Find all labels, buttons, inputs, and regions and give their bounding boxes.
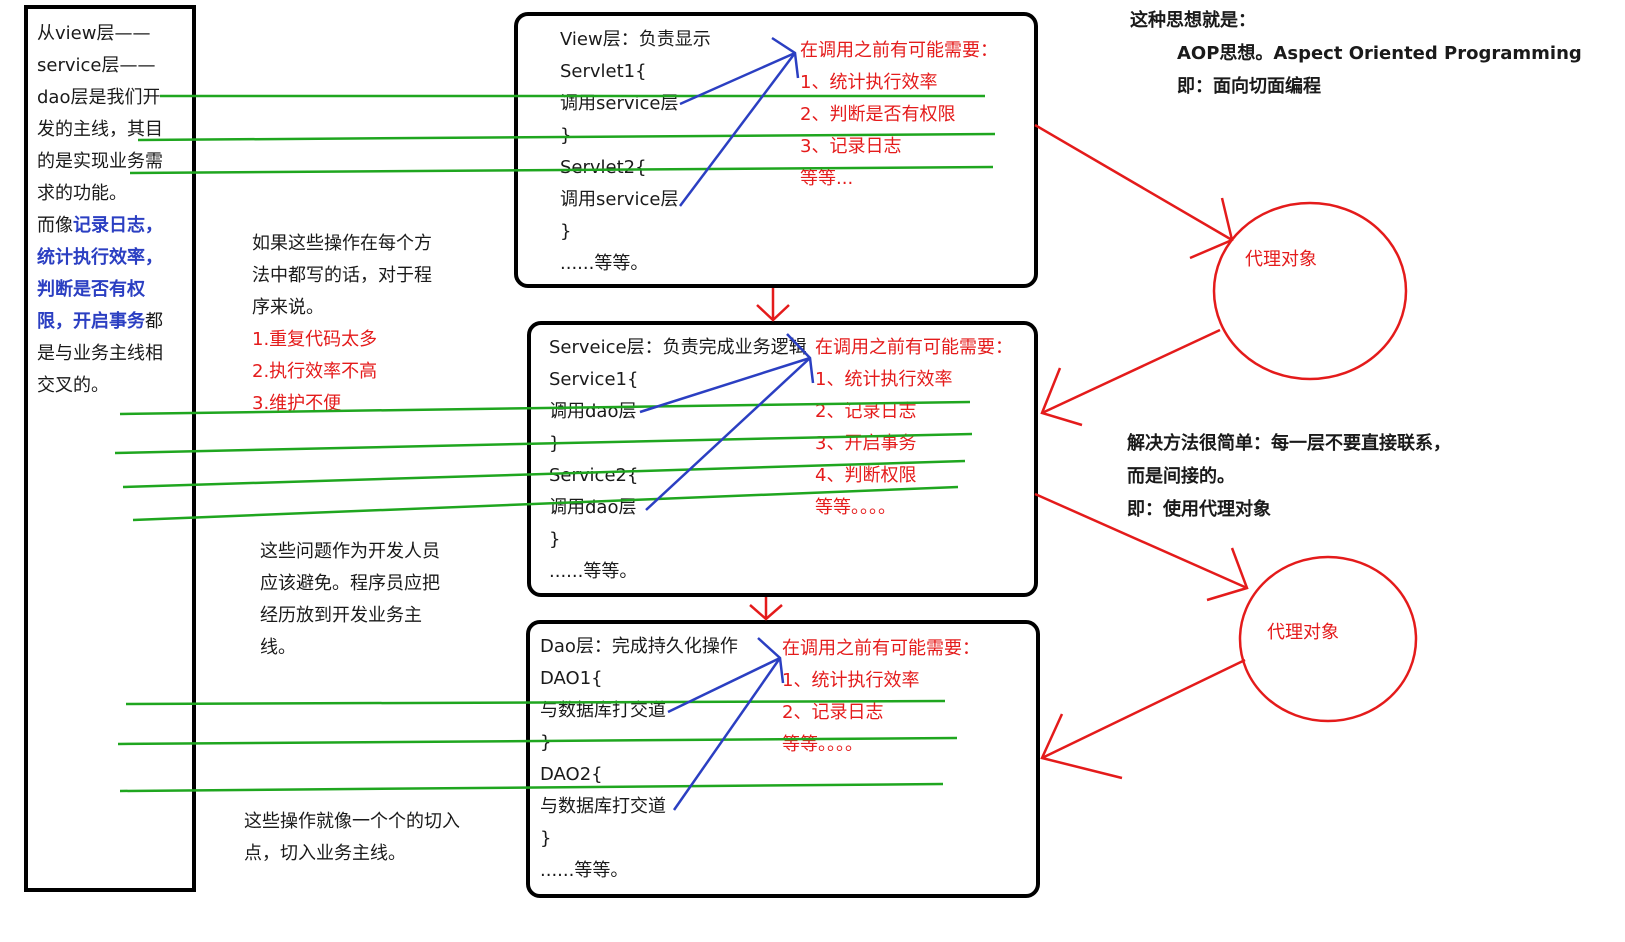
code-line: 与数据库打交道 [540,700,666,721]
avoid-line: 这些问题作为开发人员 [260,541,440,562]
needs-item: 2、记录日志 [782,702,884,723]
problem-issue: 3.维护不便 [252,393,342,414]
needs-item: 等等... [800,168,854,189]
mainline-line: 求的功能。 [37,183,127,204]
crosscut-highlight: 记录日志， [73,215,163,236]
service-layer-needs: 在调用之前有可能需要： 1、统计执行效率 2、记录日志 3、开启事务 4、判断权… [815,332,1013,524]
proxy-arrowhead [1206,547,1249,602]
crosscut-line: 交叉的。 [37,375,109,396]
avoid-note: 这些问题作为开发人员 应该避免。程序员应把 经历放到开发业务主 线。 [260,536,440,664]
needs-item: 1、统计执行效率 [782,670,920,691]
code-line: 调用dao层 [549,401,637,422]
dao-layer-box [526,620,1040,898]
code-line: } [560,221,572,242]
proxy-circle [1212,201,1408,381]
dao-layer-needs: 在调用之前有可能需要： 1、统计执行效率 2、记录日志 等等。。。。 [782,633,980,761]
needs-item: 1、统计执行效率 [800,72,938,93]
aop-translation: 即：面向切面编程 [1177,76,1321,97]
avoid-line: 线。 [260,637,296,658]
proxy-label: 代理对象 [1267,622,1339,643]
solution-line: 解决方法很简单：每一层不要直接联系， [1127,433,1451,454]
dao-layer-code: Dao层：完成持久化操作 DAO1{ 与数据库打交道 } DAO2{ 与数据库打… [540,631,738,887]
proxy-label: 代理对象 [1245,249,1317,270]
needs-title: 在调用之前有可能需要： [800,40,998,61]
problem-line: 序来说。 [252,297,324,318]
needs-item: 1、统计执行效率 [815,369,953,390]
needs-item: 等等。。。。 [815,497,896,518]
code-line: 调用dao层 [549,497,637,518]
aop-intro: 这种思想就是： [1130,10,1256,31]
cutpoint-note: 这些操作就像一个个的切入 点，切入业务主线。 [244,806,460,870]
code-line: 调用service层 [560,93,679,114]
problem-issue: 1.重复代码太多 [252,329,378,350]
code-line: Servlet2{ [560,157,647,178]
down-arrowhead [756,304,790,322]
code-line: } [560,125,572,146]
problem-line: 如果这些操作在每个方 [252,233,432,254]
code-line: } [540,828,552,849]
code-line: Service1{ [549,369,639,390]
mainline-line: 的是实现业务需 [37,151,163,172]
crosscut-suffix: 都 [145,311,163,332]
problem-note: 如果这些操作在每个方 法中都写的话，对于程 序来说。 1.重复代码太多 2.执行… [252,228,432,420]
proxy-arrow [1041,328,1221,415]
code-line: Servlet1{ [560,61,647,82]
avoid-line: 应该避免。程序员应把 [260,573,440,594]
needs-item: 等等。。。。 [782,734,863,755]
proxy-arrow [1034,123,1233,242]
solution-line: 而是间接的。 [1127,466,1235,487]
needs-item: 3、记录日志 [800,136,902,157]
needs-item: 3、开启事务 [815,433,917,454]
code-line: 调用service层 [560,189,679,210]
cutpoint-line: 这些操作就像一个个的切入 [244,811,460,832]
mainline-line: 从view层—— [37,23,151,44]
aop-note: 这种思想就是： AOP思想。Aspect Oriented Programmin… [1130,4,1582,103]
crosscut-line: 而像记录日志， [37,210,187,242]
crosscut-highlight: 判断是否有权 [37,279,145,300]
code-line: ......等等。 [549,561,638,582]
mainline-line: 发的主线，其目 [37,119,163,140]
code-line: 与数据库打交道 [540,796,666,817]
needs-item: 2、记录日志 [815,401,917,422]
view-layer-needs: 在调用之前有可能需要： 1、统计执行效率 2、判断是否有权限 3、记录日志 等等… [800,35,998,195]
solution-note: 解决方法很简单：每一层不要直接联系， 而是间接的。 即：使用代理对象 [1127,427,1451,526]
code-line: ......等等。 [560,253,649,274]
code-line: } [549,433,561,454]
code-line: DAO2{ [540,764,603,785]
code-line: ......等等。 [540,860,629,881]
code-line: DAO1{ [540,668,603,689]
needs-item: 2、判断是否有权限 [800,104,956,125]
service-layer-title: Serveice层：负责完成业务逻辑 [549,337,807,358]
proxy-arrowhead [1189,197,1234,260]
crosscut-highlight: 统计执行效率， [37,247,163,268]
mainline-line: service层—— [37,55,156,76]
solution-line: 即：使用代理对象 [1127,499,1271,520]
view-layer-code: View层：负责显示 Servlet1{ 调用service层 } Servle… [560,24,711,280]
mainline-line: dao层是我们开 [37,87,161,108]
view-layer-title: View层：负责显示 [560,29,711,50]
proxy-arrowhead [1040,713,1123,780]
proxy-arrowhead [1040,367,1083,427]
crosscut-highlight: 限，开启事务 [37,311,145,332]
crosscut-prefix: 而像 [37,215,73,236]
code-line: Service2{ [549,465,639,486]
code-line: } [549,529,561,550]
mainline-description: 从view层—— service层—— dao层是我们开 发的主线，其目 的是实… [37,18,187,402]
needs-title: 在调用之前有可能需要： [782,638,980,659]
down-arrowhead [749,604,783,621]
needs-item: 4、判断权限 [815,465,917,486]
proxy-arrow [1041,658,1246,760]
problem-line: 法中都写的话，对于程 [252,265,432,286]
crosscut-line: 是与业务主线相 [37,343,163,364]
code-line: } [540,732,552,753]
service-layer-box [527,321,1038,597]
service-layer-code: Serveice层：负责完成业务逻辑 Service1{ 调用dao层 } Se… [549,332,807,588]
crosscut-line: 限，开启事务都 [37,306,187,338]
avoid-line: 经历放到开发业务主 [260,605,422,626]
aop-term: AOP思想。Aspect Oriented Programming [1177,43,1582,64]
problem-issue: 2.执行效率不高 [252,361,378,382]
cutpoint-line: 点，切入业务主线。 [244,843,406,864]
dao-layer-title: Dao层：完成持久化操作 [540,636,738,657]
needs-title: 在调用之前有可能需要： [815,337,1013,358]
